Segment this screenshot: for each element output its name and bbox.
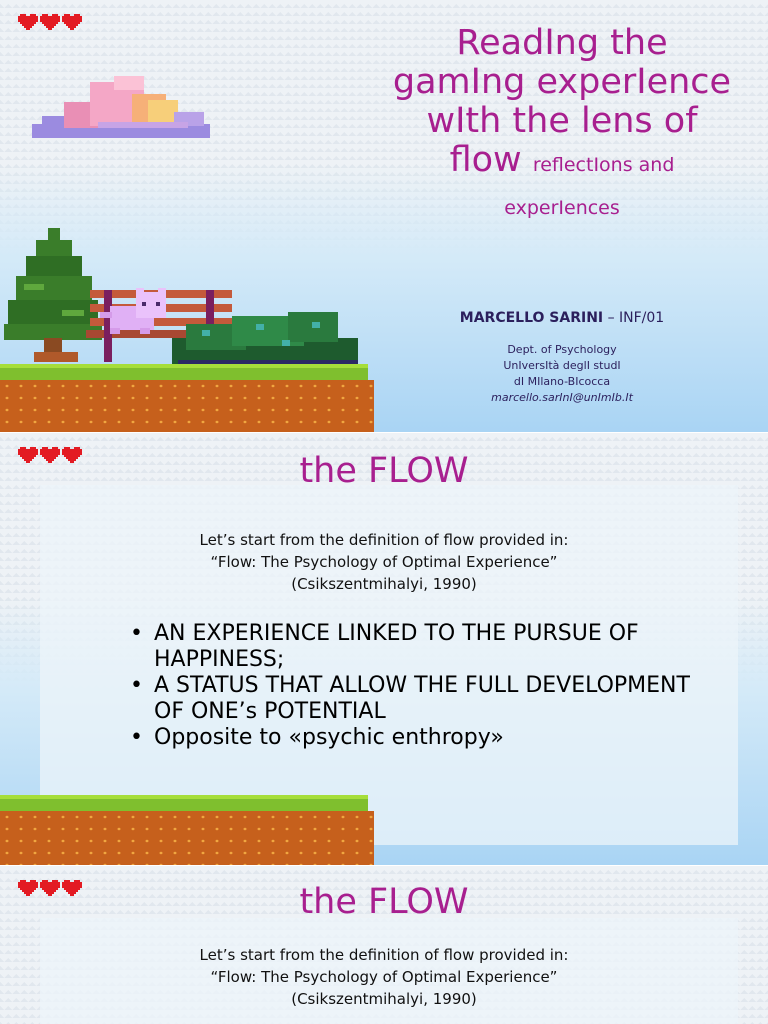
heart-icon	[40, 447, 60, 463]
bullet-item: A STATUS THAT ALLOW THE FULL DEVELOPMENT…	[130, 673, 690, 725]
definition-line: Let’s start from the definition of flow …	[199, 531, 569, 549]
affiliation-line: Dept. of Psychology	[507, 343, 617, 356]
subtitle-text: reflectIons and	[532, 154, 675, 176]
definition-text: Let’s start from the definition of flow …	[0, 944, 768, 1010]
affiliation-block: Dept. of Psychology UnIversItà deglI stu…	[400, 342, 724, 406]
definition-line: “Flow: The Psychology of Optimal Experie…	[210, 553, 558, 571]
heart-icon	[18, 14, 38, 30]
flow-slide-repeat: the FLOW Let’s start from the definition…	[0, 866, 768, 1024]
heart-icon	[62, 880, 82, 896]
grass-platform	[0, 795, 368, 811]
grass-platform	[0, 364, 368, 380]
definition-line: (Csikszentmihalyi, 1990)	[291, 990, 477, 1008]
lives-hearts	[18, 14, 82, 32]
title-slide: ReadIng the gamIng experIence wIth the l…	[0, 0, 768, 432]
author-code: – INF/01	[603, 310, 665, 326]
heart-icon	[40, 880, 60, 896]
bullet-item: AN EXPERIENCE LINKED TO THE PURSUE OF HA…	[130, 621, 690, 673]
dirt-platform	[0, 380, 374, 432]
cat-icon	[100, 288, 166, 334]
lives-hearts	[18, 880, 82, 898]
flow-slide: the FLOW Let’s start from the definition…	[0, 433, 768, 865]
heart-icon	[18, 880, 38, 896]
bullet-item: Opposite to «psychic enthropy»	[130, 725, 690, 751]
title-word-flow: flow	[449, 140, 522, 180]
heart-icon	[18, 447, 38, 463]
title-line: ReadIng the	[456, 23, 668, 63]
content-panel	[40, 918, 738, 1024]
title-line: gamIng experIence	[392, 62, 732, 102]
bush-icon	[172, 312, 358, 368]
email-text: marcello.sarInI@unImIb.It	[491, 391, 633, 404]
definition-text: Let’s start from the definition of flow …	[0, 529, 768, 595]
bullet-list: AN EXPERIENCE LINKED TO THE PURSUE OF HA…	[130, 621, 690, 751]
slide-title: the FLOW	[299, 882, 469, 922]
slide-title: ReadIng the gamIng experIence wIth the l…	[372, 24, 752, 221]
definition-line: “Flow: The Psychology of Optimal Experie…	[210, 968, 558, 986]
subtitle-text: experIences	[504, 197, 620, 219]
pine-tree-icon	[4, 228, 102, 362]
cloud-icon	[32, 76, 210, 138]
heart-icon	[62, 447, 82, 463]
definition-line: Let’s start from the definition of flow …	[199, 946, 569, 964]
definition-line: (Csikszentmihalyi, 1990)	[291, 575, 477, 593]
dirt-platform	[0, 811, 374, 865]
heart-icon	[40, 14, 60, 30]
author-block: MARCELLO SARINI – INF/01	[400, 310, 724, 326]
title-line: wIth the lens of	[426, 101, 698, 141]
slide-title: the FLOW	[299, 451, 469, 491]
title-line: flow reflectIons and	[372, 141, 752, 185]
affiliation-line: dI MIlano-BIcocca	[513, 375, 611, 388]
heart-icon	[62, 14, 82, 30]
affiliation-line: UnIversItà deglI studI	[503, 359, 621, 372]
author-name: MARCELLO SARINI	[459, 310, 604, 326]
lives-hearts	[18, 447, 82, 465]
